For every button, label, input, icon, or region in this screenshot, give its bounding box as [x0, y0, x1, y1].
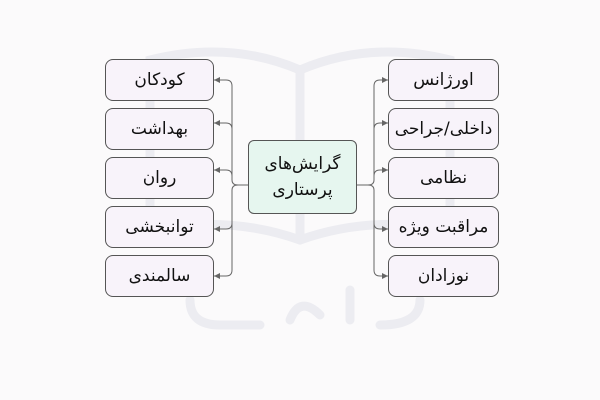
right-node-emergency: اورژانس — [388, 59, 499, 101]
left-node-health: بهداشت — [105, 108, 214, 150]
left-node-rehab: توانبخشی — [105, 206, 214, 248]
left-node-psych: روان — [105, 157, 214, 199]
center-topic-node: گرایش‌های پرستاری — [248, 140, 357, 214]
left-node-kids: کودکان — [105, 59, 214, 101]
center-topic-line1: گرایش‌های — [264, 154, 341, 174]
center-topic-line2: پرستاری — [272, 180, 333, 200]
right-node-neonatal: نوزادان — [388, 255, 499, 297]
left-node-geriatric: سالمندی — [105, 255, 214, 297]
right-node-medsurg: داخلی/جراحی — [388, 108, 499, 150]
right-node-icu: مراقبت ویژه — [388, 206, 499, 248]
right-node-military: نظامی — [388, 157, 499, 199]
